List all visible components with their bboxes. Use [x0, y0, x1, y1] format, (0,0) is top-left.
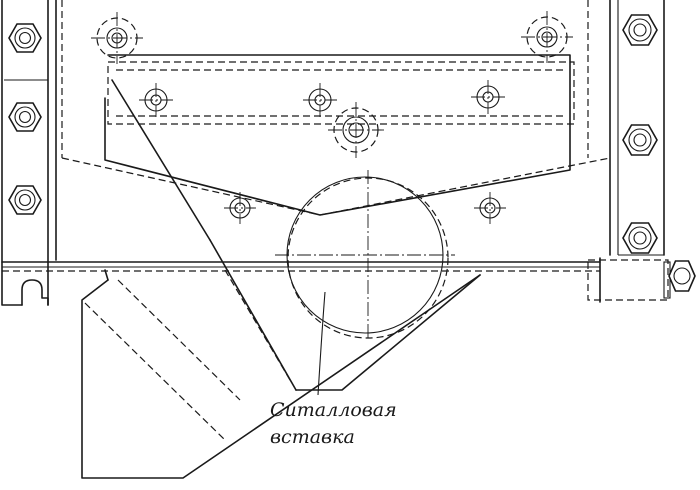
screw-upper-left	[91, 12, 143, 64]
slanted-plate	[104, 54, 571, 391]
screw-lower-right	[474, 192, 506, 224]
nut-right-top	[622, 14, 658, 46]
screw-row-1	[139, 83, 173, 117]
left-rail	[1, 0, 49, 306]
sitall-insert	[275, 170, 455, 340]
nut-right-bottom	[622, 222, 658, 254]
right-strip	[618, 0, 665, 256]
nut-right-middle	[622, 124, 658, 156]
leader-line	[317, 291, 326, 396]
base-lines	[1, 261, 601, 272]
screw-center	[328, 102, 384, 158]
nut-left-bottom	[8, 185, 42, 215]
nut-left-top	[8, 23, 42, 53]
upper-housing	[55, 0, 619, 261]
screw-row-2	[303, 83, 337, 117]
lower-wedge	[81, 269, 481, 479]
insert-caption-line2: вставка	[270, 426, 355, 448]
nut-left-middle	[8, 102, 42, 132]
screw-lower-left	[224, 192, 256, 224]
end-bolt-assembly	[587, 257, 671, 303]
screw-row-3	[471, 80, 505, 114]
screw-upper-right	[521, 11, 573, 63]
nut-end-right	[668, 260, 696, 292]
insert-caption-line1: Ситалловая	[270, 399, 397, 421]
